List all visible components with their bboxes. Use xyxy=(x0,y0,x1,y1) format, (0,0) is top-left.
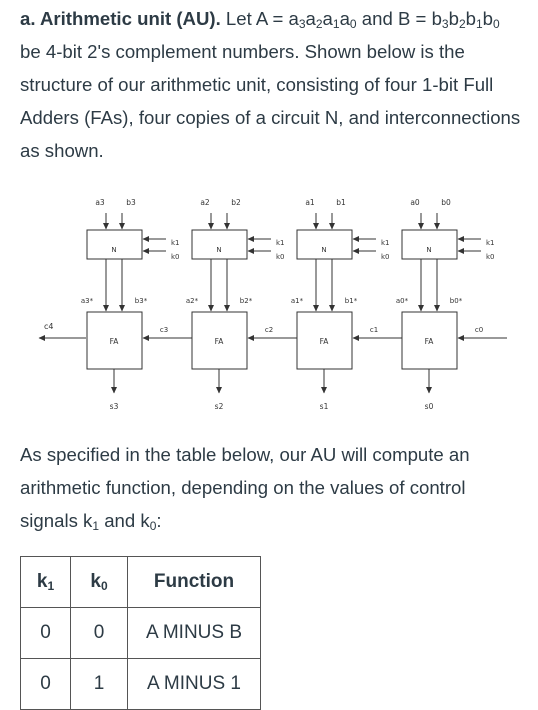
middle-text: : xyxy=(156,510,162,531)
n-box-label: N xyxy=(216,246,221,254)
function-paragraph: As specified in the table below, our AU … xyxy=(20,438,525,537)
sub-b0: 0 xyxy=(493,17,500,31)
arithmetic-unit-diagram: N FA a3 b3 k1 k0 a3* b3* c3 s3 N FA a2 b2 k1 k0 a2* b2* c2… xyxy=(38,198,507,411)
input-b-label: b0 xyxy=(441,198,451,207)
section-label: a. Arithmetic unit (AU). xyxy=(20,8,221,29)
input-b-label: b3 xyxy=(126,198,136,207)
header-function: Function xyxy=(127,556,261,608)
sub-a1: 1 xyxy=(332,17,340,31)
header-k0: k0 xyxy=(70,556,128,608)
sub-k0: 0 xyxy=(149,519,157,533)
sum-label: s2 xyxy=(215,402,224,411)
fa-box-label: FA xyxy=(215,337,225,346)
intro-text: and B = xyxy=(356,8,427,29)
input-b-label: b2 xyxy=(231,198,241,207)
k0-label: k0 xyxy=(381,253,390,261)
cell-function: A MINUS B xyxy=(127,607,261,659)
function-table: k1 k0 Function 0 0 A MINUS B 0 1 A MINUS… xyxy=(20,556,261,710)
b-star-label: b0* xyxy=(450,297,463,305)
n-box-label: N xyxy=(111,246,116,254)
cell-k0: 0 xyxy=(70,607,128,659)
n-circuit-box xyxy=(191,229,248,260)
table-row: 0 0 A MINUS B xyxy=(20,607,261,659)
carry-out-label: c4 xyxy=(44,322,54,331)
k1-label: k1 xyxy=(171,239,180,247)
header-k1: k1 xyxy=(20,556,71,608)
intro-paragraph: a. Arithmetic unit (AU). Let A = a3a2a1a… xyxy=(20,8,521,161)
input-a-label: a2 xyxy=(200,198,210,207)
sub-k1: 1 xyxy=(92,519,100,533)
k1-label: k1 xyxy=(381,239,390,247)
sub-b3: 3 xyxy=(441,17,449,31)
b-letter: b xyxy=(431,8,442,29)
sum-label: s3 xyxy=(110,402,119,411)
fa-box-label: FA xyxy=(320,337,330,346)
table-header-row: k1 k0 Function xyxy=(20,556,261,608)
n-circuit-box xyxy=(86,229,143,260)
cell-function: A MINUS 1 xyxy=(127,658,261,710)
k0-label: k0 xyxy=(171,253,180,261)
sub-b2: 2 xyxy=(458,17,466,31)
table-row: 0 1 A MINUS 1 xyxy=(20,658,261,710)
cell-k1: 0 xyxy=(20,607,71,659)
k1-label: k1 xyxy=(486,239,495,247)
fa-box-label: FA xyxy=(425,337,435,346)
b-star-label: b1* xyxy=(345,297,358,305)
input-a-label: a0 xyxy=(410,198,420,207)
input-a-label: a3 xyxy=(95,198,105,207)
carry-in-label: c2 xyxy=(265,326,273,334)
carry-in-label: c3 xyxy=(160,326,168,334)
intro-text: Let A = a xyxy=(225,8,299,29)
cell-k1: 0 xyxy=(20,658,71,710)
k1-label: k1 xyxy=(276,239,285,247)
b-star-label: b2* xyxy=(240,297,253,305)
middle-text: As specified in the table below, our AU … xyxy=(20,444,470,531)
sub-a3: 3 xyxy=(298,17,306,31)
n-box-label: N xyxy=(321,246,326,254)
a-star-label: a1* xyxy=(291,297,304,305)
n-circuit-box xyxy=(401,229,458,260)
input-a-label: a1 xyxy=(305,198,315,207)
input-b-label: b1 xyxy=(336,198,346,207)
carry-in-label: c0 xyxy=(475,326,483,334)
a-star-label: a2* xyxy=(186,297,199,305)
intro-text: be 4-bit 2's complement numbers. Shown b… xyxy=(20,41,521,161)
sub-a2: 2 xyxy=(315,17,323,31)
sum-label: s1 xyxy=(320,402,329,411)
fa-box-label: FA xyxy=(110,337,120,346)
sub-a0: 0 xyxy=(349,17,357,31)
a-star-label: a3* xyxy=(81,297,94,305)
k0-label: k0 xyxy=(276,253,285,261)
carry-in-label: c1 xyxy=(370,326,378,334)
sub-b1: 1 xyxy=(475,17,483,31)
cell-k0: 1 xyxy=(70,658,128,710)
sum-label: s0 xyxy=(425,402,434,411)
n-circuit-box xyxy=(296,229,353,260)
k0-label: k0 xyxy=(486,253,495,261)
b-star-label: b3* xyxy=(135,297,148,305)
n-box-label: N xyxy=(426,246,431,254)
middle-text: and k xyxy=(99,510,150,531)
a-star-label: a0* xyxy=(396,297,409,305)
